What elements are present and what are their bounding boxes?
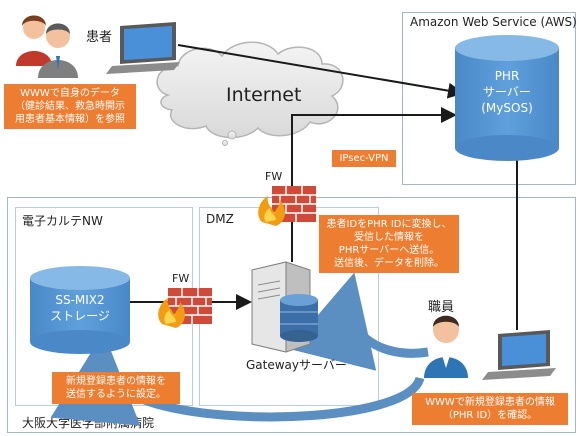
phr-server-cylinder (455, 35, 559, 161)
ssmix-storage-label: SS-MIX2 ストレージ (30, 292, 130, 324)
patient-note-line: 用患者基本情報）を参照 (15, 114, 125, 125)
aws-label: Amazon Web Service (AWS) (410, 15, 577, 29)
ssmix-note-line: 新規登録患者の情報を (66, 376, 166, 387)
staff-note-callout: WWWで新規登録患者の情報 （PHR ID）を確認。 (412, 393, 568, 425)
phr-server-label: PHR サーバー (MySOS) (455, 68, 559, 116)
internet-cloud (156, 41, 344, 146)
phr-line3: (MySOS) (481, 101, 533, 115)
staff-note-line: WWWで新規登録患者の情報 (425, 397, 555, 408)
dmz-label: DMZ (206, 212, 234, 226)
patient-note-line: （健診結果、救急時開示 (15, 101, 125, 112)
ipsec-vpn-label: IPsec-VPN (332, 150, 396, 167)
gateway-note-callout: 患者IDをPHR IDに変換し、 受信した情報を PHRサーバーへ送信。 送信後… (319, 215, 459, 273)
ssmix-line1: SS-MIX2 (55, 293, 105, 307)
firewall-left-label: FW (172, 272, 190, 285)
ssmix-note-callout: 新規登録患者の情報を 送信するように設定。 (52, 372, 180, 404)
phr-line1: PHR (494, 69, 520, 83)
gateway-note-line: 患者IDをPHR IDに変換し、 (326, 219, 452, 230)
patient-note-line: WWWで自身のデータ (20, 88, 120, 99)
gateway-note-line: PHRサーバーへ送信。 (338, 245, 440, 256)
patient-laptop-icon (106, 22, 180, 74)
patient-avatar-icon (16, 15, 78, 78)
staff-to-gateway-curve (288, 272, 429, 371)
gateway-note-line: 送信後、データを削除。 (334, 258, 444, 269)
gateway-label: Gatewayサーバー (246, 358, 347, 372)
staff-note-line: （PHR ID）を確認。 (442, 410, 538, 421)
internet-label: Internet (226, 84, 302, 106)
firewall-top-icon (258, 186, 316, 226)
emr-network-label: 電子カルテNW (22, 214, 103, 228)
staff-laptop-icon (482, 330, 556, 380)
ssmix-line2: ストレージ (50, 309, 110, 323)
gateway-note-line: 受信した情報を (354, 232, 424, 243)
staff-label: 職員 (428, 300, 455, 315)
gateway-server-icon (251, 261, 318, 353)
staff-avatar-icon (424, 315, 468, 378)
firewall-left-icon (158, 288, 212, 328)
phr-line2: サーバー (483, 85, 531, 99)
firewall-top-label: FW (265, 170, 283, 183)
ssmix-note-line: 送信するように設定。 (66, 389, 166, 400)
patient-to-phr-arrow (177, 44, 464, 99)
ssmix-storage-cylinder (30, 266, 130, 354)
patient-note-callout: WWWで自身のデータ （健診結果、救急時開示 用患者基本情報）を参照 (4, 84, 136, 129)
patient-label: 患者 (86, 30, 113, 45)
